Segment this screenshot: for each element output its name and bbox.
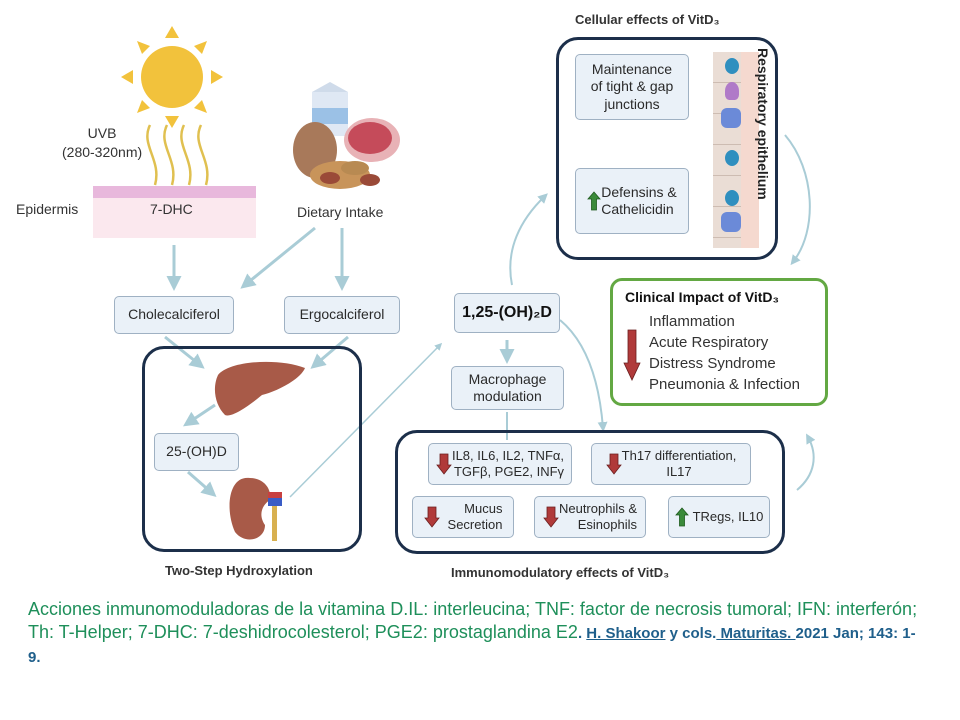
- junctions-line2: of tight & gap: [590, 78, 674, 95]
- tregs-box: TRegs, IL10: [668, 496, 770, 538]
- macrophage-line2: modulation: [473, 388, 542, 404]
- journal-link[interactable]: Maturitas.: [716, 625, 796, 642]
- th17-line1: Th17 differentiation,: [621, 447, 737, 463]
- junctions-line1: Maintenance: [591, 60, 673, 77]
- cytokines-box: IL8, IL6, IL2, TNFα, TGFβ, PGE2, INFγ: [428, 443, 572, 485]
- clinical-item: Pneumonia & Infection: [649, 376, 800, 393]
- hydroxylation-frame: [142, 346, 362, 552]
- figure-footnote: Acciones inmunomoduladoras de la vitamin…: [28, 598, 928, 669]
- goblet-cell-icon: [725, 58, 739, 74]
- neutrophils-box: Neutrophils & Esinophils: [534, 496, 646, 538]
- mucus-line2: Secretion: [447, 517, 503, 532]
- neutrophils-line2: Esinophils: [577, 517, 638, 532]
- goblet-cell-icon: [725, 150, 739, 166]
- cytokines-text: IL8, IL6, IL2, TNFα, TGFβ, PGE2, INFγ: [452, 448, 564, 481]
- secretory-cell-icon: [721, 108, 741, 128]
- skin-compound-label: 7-DHC: [150, 201, 193, 217]
- th17-line2: IL17: [666, 464, 692, 479]
- clinical-impact-frame: Clinical Impact of VitD₃ Inflammation Ac…: [610, 278, 828, 406]
- footnote-cols: y cols.: [665, 625, 717, 642]
- footnote-text: Acciones inmunomoduladoras de la vitamin…: [28, 599, 918, 642]
- 25-oh-d-box: 25-(OH)D: [154, 433, 239, 471]
- defensins-line2: Cathelicidin: [601, 201, 674, 217]
- mucus-line1: Mucus: [464, 500, 503, 516]
- defensins-box: Defensins & Cathelicidin: [575, 168, 689, 234]
- cholecalciferol-box: Cholecalciferol: [114, 296, 234, 334]
- th17-text: Th17 differentiation, IL17: [622, 448, 737, 481]
- macrophage-box: Macrophage modulation: [451, 366, 564, 410]
- sun-icon: [121, 26, 223, 128]
- epithelium-label-wrap: Respiratory epithelium: [751, 48, 771, 248]
- immunomodulatory-caption: Immunomodulatory effects of VitD₃: [451, 565, 670, 580]
- tregs-text: TRegs, IL10: [692, 508, 764, 524]
- epithelium-label: Respiratory epithelium: [755, 48, 771, 200]
- clinical-item: Distress Syndrome: [649, 355, 776, 372]
- cytokines-line2: TGFβ, PGE2, INFγ: [453, 464, 565, 479]
- active-vitd-box: 1,25-(OH)₂D: [454, 293, 560, 333]
- footnote-separator: .: [577, 625, 587, 642]
- up-arrow-icon: [587, 191, 602, 211]
- down-arrow-icon: [436, 453, 452, 475]
- clinical-item: Inflammation: [649, 313, 735, 330]
- neutrophils-text: Neutrophils & Esinophils: [559, 501, 637, 534]
- epidermis-label: Epidermis: [16, 201, 79, 217]
- defensins-text: Defensins & Cathelicidin: [601, 184, 676, 219]
- down-arrow-icon: [623, 329, 641, 381]
- liver-icon: [214, 361, 305, 416]
- hydroxylation-caption: Two-Step Hydroxylation: [165, 563, 313, 578]
- th17-box: Th17 differentiation, IL17: [591, 443, 751, 485]
- clinical-impact-list: Inflammation Acute Respiratory Distress …: [649, 311, 800, 395]
- defensins-line1: Defensins &: [601, 183, 677, 200]
- immunomodulatory-frame: IL8, IL6, IL2, TNFα, TGFβ, PGE2, INFγ Th…: [395, 430, 785, 554]
- uvb-label-text: UVB: [87, 125, 117, 141]
- footnote-citation: 2021 Jan; 143: 1-9.: [28, 625, 916, 666]
- uvb-range-text: (280-320nm): [62, 144, 143, 160]
- epidermis-layer: [93, 186, 256, 238]
- junctions-line3: junctions: [604, 95, 660, 112]
- epithelium-illustration: [713, 52, 759, 248]
- mucus-box: Mucus Secretion: [412, 496, 514, 538]
- cytokines-line1: IL8, IL6, IL2, TNFα,: [451, 447, 565, 463]
- down-arrow-icon: [605, 453, 622, 475]
- clinical-impact-title: Clinical Impact of VitD₃: [625, 289, 780, 305]
- clinical-item: Acute Respiratory: [649, 334, 769, 351]
- secretory-cell-icon: [721, 212, 741, 232]
- dietary-food-icon: [293, 82, 400, 189]
- dietary-intake-label: Dietary Intake: [297, 204, 384, 220]
- basal-cell-icon: [725, 82, 739, 100]
- up-arrow-icon: [674, 507, 689, 527]
- author-link[interactable]: H. Shakoor: [586, 625, 666, 642]
- junctions-box: Maintenance of tight & gap junctions: [575, 54, 689, 120]
- mucus-text: Mucus Secretion: [448, 501, 503, 534]
- uvb-rays-icon: [146, 124, 209, 186]
- down-arrow-icon: [543, 506, 559, 528]
- uvb-label: UVB (280-320nm): [62, 124, 142, 162]
- cellular-effects-frame: Maintenance of tight & gap junctions Def…: [556, 37, 778, 260]
- ergocalciferol-box: Ergocalciferol: [284, 296, 400, 334]
- neutrophils-line1: Neutrophils &: [558, 500, 638, 516]
- down-arrow-icon: [423, 506, 440, 528]
- kidney-icon: [229, 477, 282, 541]
- goblet-cell-icon: [725, 190, 739, 206]
- macrophage-line1: Macrophage: [468, 370, 547, 387]
- cellular-effects-title: Cellular effects of VitD₃: [575, 12, 720, 27]
